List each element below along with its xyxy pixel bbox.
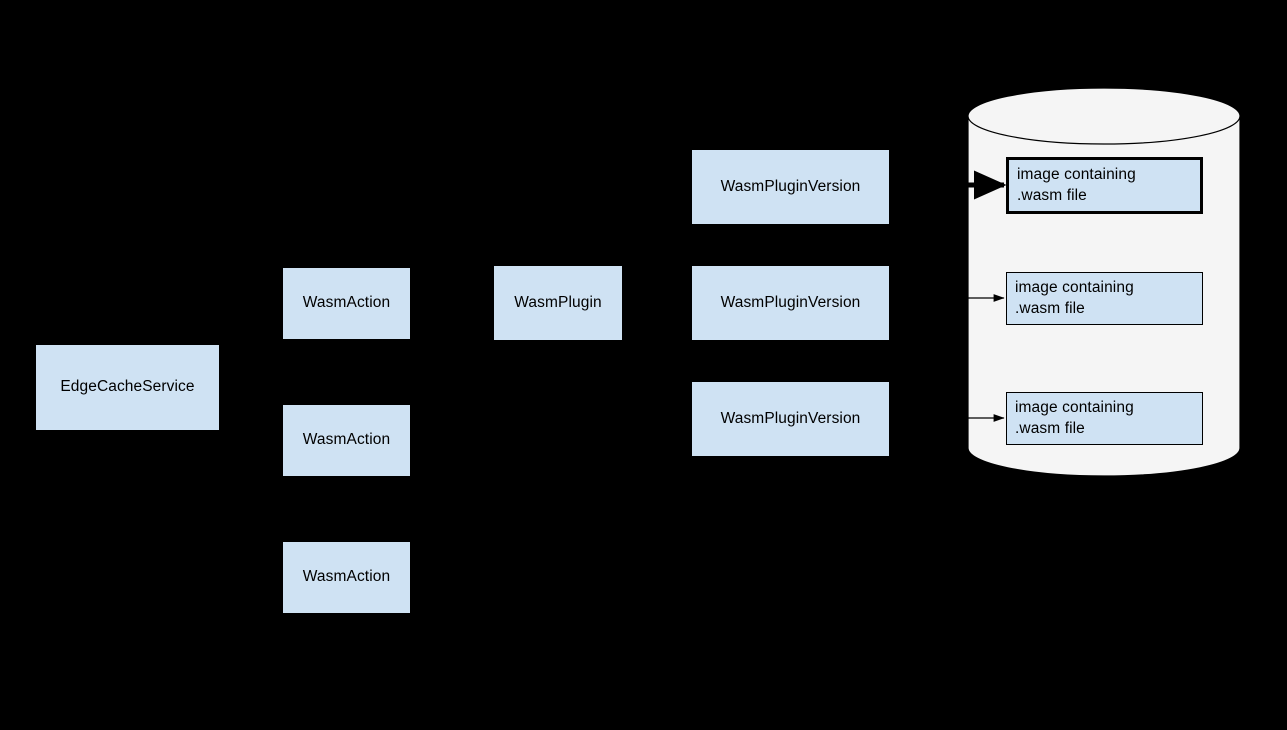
node-label: image containing .wasm file <box>1017 165 1136 207</box>
node-wasm-plugin-version-3[interactable]: WasmPluginVersion <box>692 382 889 456</box>
node-wasm-plugin-version-2[interactable]: WasmPluginVersion <box>692 266 889 340</box>
node-label: EdgeCacheService <box>60 377 194 398</box>
node-wasm-plugin[interactable]: WasmPlugin <box>494 266 622 340</box>
node-edge-cache-service[interactable]: EdgeCacheService <box>36 345 219 430</box>
node-wasm-action-3[interactable]: WasmAction <box>283 542 410 613</box>
node-label: WasmAction <box>303 430 390 451</box>
node-wasm-action-1[interactable]: WasmAction <box>283 268 410 339</box>
node-label: image containing .wasm file <box>1015 278 1134 320</box>
node-wasm-action-2[interactable]: WasmAction <box>283 405 410 476</box>
node-image-wasm-2[interactable]: image containing .wasm file <box>1006 272 1203 325</box>
cylinder-top-ellipse <box>968 88 1240 144</box>
node-label: image containing .wasm file <box>1015 398 1134 440</box>
node-label: WasmPlugin <box>514 293 601 314</box>
node-label: WasmPluginVersion <box>721 177 861 198</box>
node-label: WasmPluginVersion <box>721 409 861 430</box>
node-label: WasmAction <box>303 293 390 314</box>
node-image-wasm-3[interactable]: image containing .wasm file <box>1006 392 1203 445</box>
node-wasm-plugin-version-1[interactable]: WasmPluginVersion <box>692 150 889 224</box>
node-image-wasm-1[interactable]: image containing .wasm file <box>1006 157 1203 214</box>
node-label: WasmPluginVersion <box>721 293 861 314</box>
node-label: WasmAction <box>303 567 390 588</box>
